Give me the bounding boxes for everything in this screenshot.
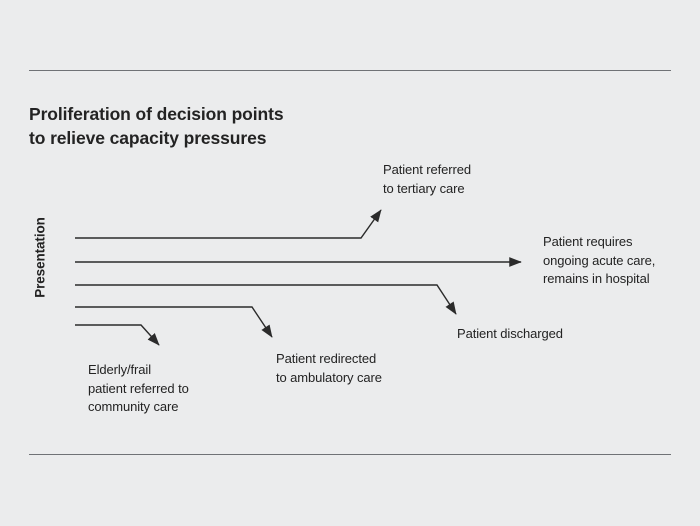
flow-label-tertiary: Patient referred to tertiary care xyxy=(383,162,472,196)
flow-label-acute: Patient requires ongoing acute care, rem… xyxy=(543,234,656,286)
flow-label-ambulatory: Patient redirected to ambulatory care xyxy=(276,351,382,385)
flow-line-discharged xyxy=(75,284,457,315)
bottom-divider xyxy=(29,454,671,455)
page-title: Proliferation of decision points to reli… xyxy=(29,104,284,148)
flow-label-community: Elderly/frail patient referred to commun… xyxy=(88,362,189,414)
flow-line-community xyxy=(75,324,160,346)
flow-line-tertiary xyxy=(75,209,382,239)
top-divider xyxy=(29,70,671,71)
flow-line-ambulatory xyxy=(75,306,273,338)
flow-label-discharged: Patient discharged xyxy=(457,326,563,341)
